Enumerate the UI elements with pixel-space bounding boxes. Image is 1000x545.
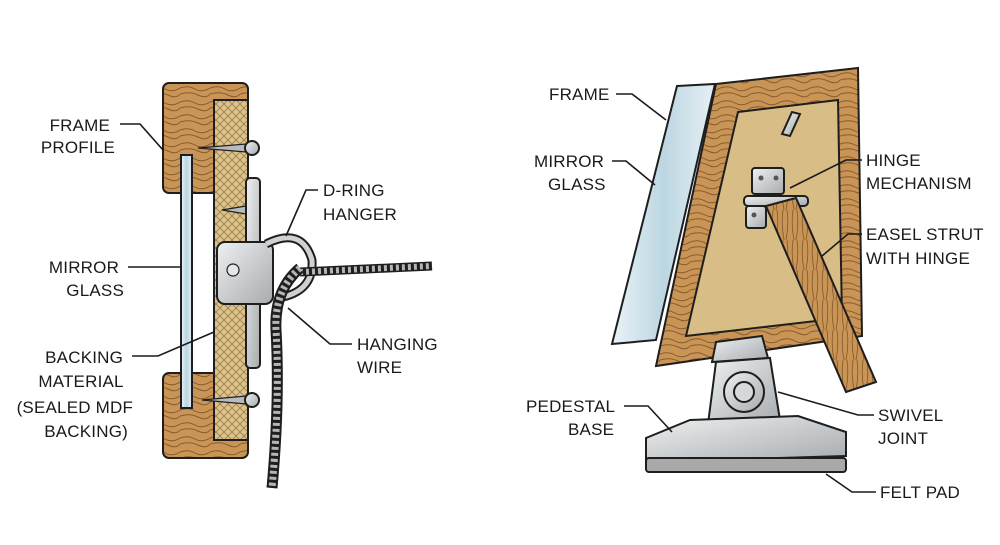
pedestal-base: [645, 414, 847, 464]
mirror-glass-slab: [610, 82, 717, 346]
screw-top: [197, 140, 260, 156]
label-swivel-joint: SWIVEL JOINT: [878, 406, 948, 448]
label-pedestal-base: PEDESTAL BASE: [526, 397, 619, 439]
hanger-hook: [780, 110, 802, 138]
label-d-ring-hanger: D-RING HANGER: [323, 181, 397, 224]
label-frame-profile: FRAME PROFILE: [41, 116, 115, 157]
easel-strut: [764, 196, 878, 394]
swivel-joint: [706, 356, 782, 426]
label-easel-strut: EASEL STRUT WITH HINGE: [866, 225, 988, 268]
label-mirror-glass-left: MIRROR GLASS: [49, 258, 124, 300]
d-ring-bracket: [216, 241, 274, 305]
screw-bottom: [201, 392, 260, 408]
stand-view: FRAME MIRROR GLASS HINGE MECHANISM EASEL…: [526, 66, 988, 502]
label-backing-material: BACKING MATERIAL (SEALED MDF BACKING): [17, 348, 138, 441]
section-view: FRAME PROFILE MIRROR GLASS BACKING MATER…: [17, 82, 443, 489]
label-hinge-mechanism: HINGE MECHANISM: [866, 151, 972, 193]
label-frame: FRAME: [549, 85, 610, 104]
bracket-rivet: [226, 263, 240, 277]
mirror-glass: [180, 154, 193, 409]
label-hanging-wire: HANGING WIRE: [357, 335, 443, 377]
label-mirror-glass-right: MIRROR GLASS: [534, 152, 609, 194]
felt-pad: [645, 457, 847, 473]
label-felt-pad: FELT PAD: [880, 483, 960, 502]
